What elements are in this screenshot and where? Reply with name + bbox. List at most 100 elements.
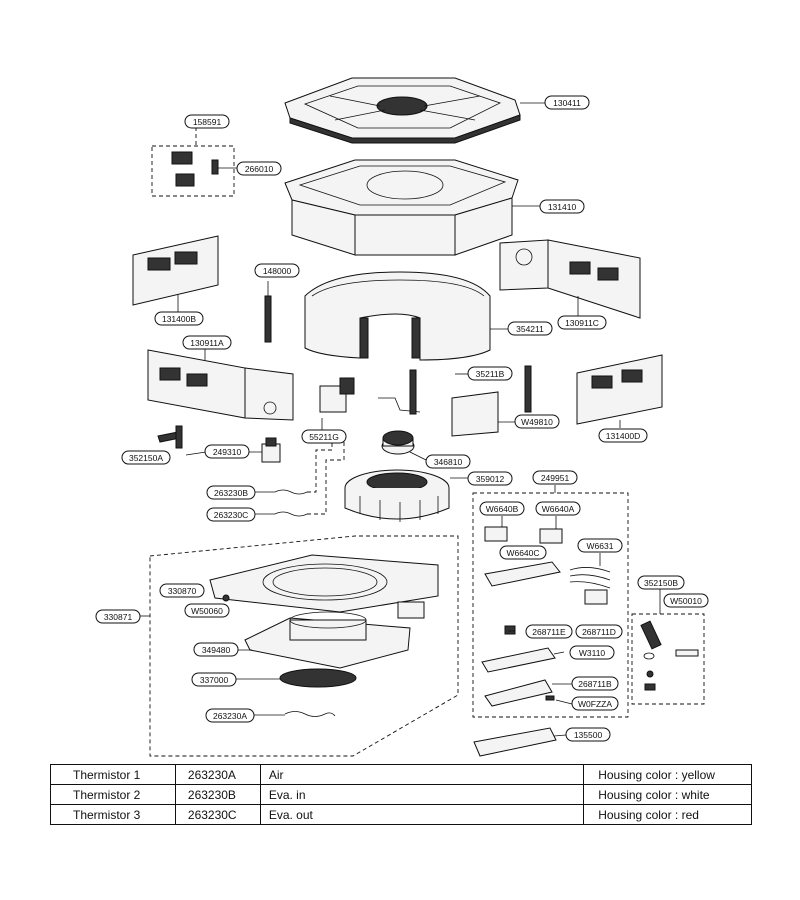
fan-motor-346810 bbox=[381, 430, 415, 455]
callout-W50060: W50060 bbox=[184, 603, 230, 618]
side-panel-130911A bbox=[147, 348, 294, 421]
svg-text:263230B: 263230B bbox=[214, 488, 248, 498]
callout-359012: 359012 bbox=[467, 471, 513, 486]
svg-text:330870: 330870 bbox=[168, 586, 197, 596]
svg-text:55211G: 55211G bbox=[309, 432, 339, 442]
callout-55211G: 55211G bbox=[301, 429, 347, 444]
callout-249310: 249310 bbox=[204, 444, 250, 459]
svg-text:158591: 158591 bbox=[193, 117, 222, 127]
control-box-group bbox=[472, 492, 629, 718]
thermistor-location: Eva. in bbox=[259, 784, 585, 805]
svg-text:263230C: 263230C bbox=[214, 510, 249, 520]
svg-text:131400B: 131400B bbox=[162, 314, 196, 324]
rail-148000 bbox=[264, 281, 272, 343]
callout-W6640C: W6640C bbox=[499, 545, 547, 560]
heat-exchanger-part bbox=[304, 271, 491, 361]
exploded-parts-diagram: 130411 158591 266010 131410 148000 13140… bbox=[95, 77, 709, 757]
callout-131410: 131410 bbox=[539, 199, 585, 214]
side-panel-131400D bbox=[576, 354, 663, 425]
callout-263230B: 263230B bbox=[206, 485, 256, 500]
svg-text:W49810: W49810 bbox=[521, 417, 553, 427]
callout-W50010: W50010 bbox=[663, 593, 709, 608]
svg-text:131400D: 131400D bbox=[606, 431, 641, 441]
svg-text:266010: 266010 bbox=[245, 164, 274, 174]
callout-131400B: 131400B bbox=[154, 311, 204, 326]
svg-text:131410: 131410 bbox=[548, 202, 577, 212]
callout-W0FZZA: W0FZZA bbox=[571, 696, 619, 711]
svg-text:268711B: 268711B bbox=[578, 679, 612, 689]
callout-W6640A: W6640A bbox=[535, 501, 581, 516]
svg-text:W6640B: W6640B bbox=[486, 504, 519, 514]
callout-266010: 266010 bbox=[236, 161, 282, 176]
side-panel-130911C bbox=[499, 239, 641, 319]
drain-hose-352150A bbox=[157, 425, 183, 449]
callout-35211B: 35211B bbox=[467, 366, 513, 381]
bracket-W49810 bbox=[451, 365, 532, 437]
thermistor-location: Eva. out bbox=[259, 804, 585, 825]
thermistor-housing: Housing color : white bbox=[583, 784, 752, 805]
svg-text:268711D: 268711D bbox=[582, 627, 616, 637]
top-panel-part bbox=[284, 77, 521, 144]
thermistor-name: Thermistor 3 bbox=[50, 804, 176, 825]
svg-text:W6640A: W6640A bbox=[542, 504, 575, 514]
callout-130911C: 130911C bbox=[557, 315, 607, 330]
callout-W49810: W49810 bbox=[514, 414, 560, 429]
svg-text:148000: 148000 bbox=[263, 266, 292, 276]
callout-249951: 249951 bbox=[532, 470, 578, 485]
callout-268711D: 268711D bbox=[575, 624, 623, 639]
callout-349480: 349480 bbox=[193, 642, 239, 657]
svg-text:263230A: 263230A bbox=[213, 711, 247, 721]
svg-text:130911A: 130911A bbox=[190, 338, 224, 348]
callout-130411: 130411 bbox=[544, 95, 590, 110]
plate-135500 bbox=[473, 727, 557, 757]
svg-text:W50060: W50060 bbox=[191, 606, 223, 616]
expansion-valve-part bbox=[319, 369, 421, 432]
thermistor-housing: Housing color : yellow bbox=[583, 764, 752, 785]
callout-W6631: W6631 bbox=[577, 538, 623, 553]
control-bracket-part bbox=[151, 127, 237, 197]
svg-text:330871: 330871 bbox=[104, 612, 133, 622]
callout-268711B: 268711B bbox=[571, 676, 619, 691]
thermistor-part: 263230C bbox=[174, 804, 261, 825]
turbo-fan-359012 bbox=[344, 469, 450, 522]
callout-W6640B: W6640B bbox=[479, 501, 525, 516]
drain-parts-group bbox=[631, 613, 705, 705]
thermistor-location: Air bbox=[259, 764, 585, 785]
callout-330870: 330870 bbox=[159, 583, 205, 598]
callout-263230A: 263230A bbox=[205, 708, 255, 723]
thermistor-housing: Housing color : red bbox=[583, 804, 752, 825]
leader-lines bbox=[140, 102, 661, 737]
svg-text:349480: 349480 bbox=[202, 645, 231, 655]
bracket-249310 bbox=[261, 437, 281, 463]
callout-131400D: 131400D bbox=[598, 428, 648, 443]
thermistor-wires bbox=[274, 432, 345, 517]
callout-158591: 158591 bbox=[184, 114, 230, 129]
svg-text:268711E: 268711E bbox=[532, 627, 566, 637]
svg-text:135500: 135500 bbox=[574, 730, 603, 740]
svg-text:W6631: W6631 bbox=[587, 541, 614, 551]
callout-263230C: 263230C bbox=[206, 507, 256, 522]
thermistor-part: 263230B bbox=[174, 784, 261, 805]
svg-text:249951: 249951 bbox=[541, 473, 570, 483]
svg-text:346810: 346810 bbox=[434, 457, 463, 467]
svg-text:354211: 354211 bbox=[516, 324, 544, 334]
front-grille-group bbox=[149, 535, 459, 757]
svg-text:130411: 130411 bbox=[553, 98, 581, 108]
side-panel-131400B bbox=[132, 235, 219, 312]
svg-text:130911C: 130911C bbox=[565, 318, 599, 328]
callout-130911A: 130911A bbox=[182, 335, 232, 350]
svg-text:W3110: W3110 bbox=[579, 648, 606, 658]
svg-text:W0FZZA: W0FZZA bbox=[578, 699, 612, 709]
thermistor-part: 263230A bbox=[174, 764, 261, 785]
svg-text:359012: 359012 bbox=[476, 474, 505, 484]
svg-text:352150A: 352150A bbox=[129, 453, 163, 463]
callout-354211: 354211 bbox=[507, 321, 553, 336]
casing-part bbox=[284, 159, 519, 256]
callout-337000: 337000 bbox=[191, 672, 237, 687]
part-callouts: 130411 158591 266010 131410 148000 13140… bbox=[95, 95, 709, 742]
callout-135500: 135500 bbox=[565, 727, 611, 742]
svg-text:249310: 249310 bbox=[213, 447, 242, 457]
svg-text:352150B: 352150B bbox=[644, 578, 678, 588]
table-row: Thermistor 1 263230A Air Housing color :… bbox=[50, 764, 752, 785]
callout-352150B: 352150B bbox=[637, 575, 685, 590]
